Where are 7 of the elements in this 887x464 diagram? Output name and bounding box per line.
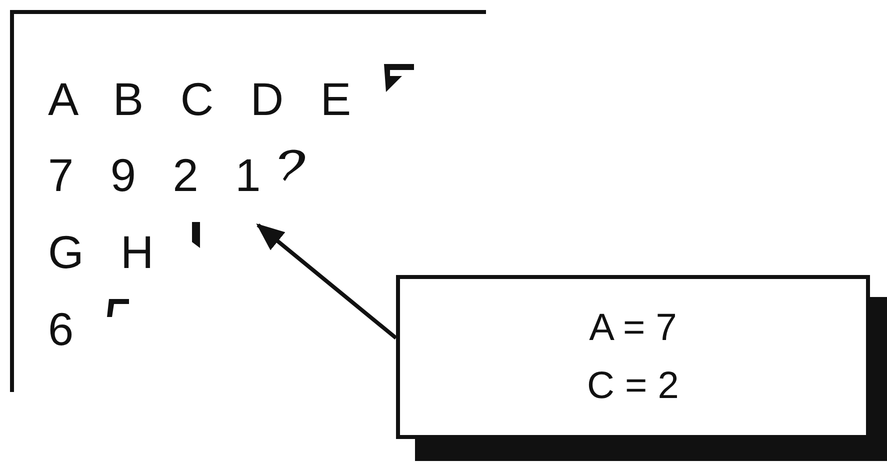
character-row: G H	[48, 227, 166, 277]
callout-text: A = 7	[589, 306, 677, 351]
character-row: A B C D E	[48, 74, 364, 124]
character-row: 6	[48, 304, 86, 354]
arrow	[256, 223, 398, 340]
character-row: 7 9 2 1	[48, 150, 273, 200]
callout-text: C = 2	[587, 364, 679, 409]
